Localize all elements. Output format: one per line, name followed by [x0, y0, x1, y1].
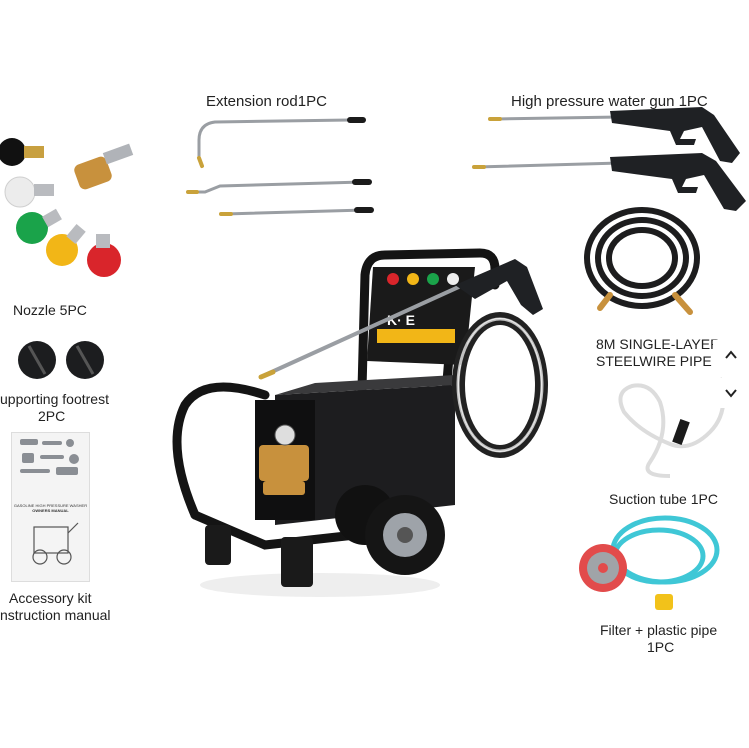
nozzle-label: Nozzle 5PC: [13, 302, 87, 318]
steel-wire-pipe-image: [584, 207, 700, 315]
filter-label-line1: Filter + plastic pipe: [600, 622, 718, 638]
extension-rod-label: Extension rod1PC: [206, 93, 327, 110]
suction-tube-label: Suction tube 1PC: [609, 491, 718, 507]
footrests-image: [18, 341, 104, 379]
manual-cover-subtitle: OWNERS MANUAL: [32, 508, 69, 513]
nozzle-black: [0, 138, 44, 166]
nozzle-green: [16, 208, 62, 244]
nozzle-white: [4, 176, 54, 208]
water-guns-image: [472, 107, 746, 211]
manual-label-line2: nstruction manual: [0, 607, 111, 623]
extension-rods-image: [186, 117, 374, 216]
filter-label-line2: 1PC: [647, 639, 675, 655]
scroll-up-button[interactable]: [713, 340, 749, 370]
suction-tube-image: [618, 377, 726, 478]
instruction-manual-image: GASOLINE HIGH PRESSURE WASHER OWNERS MAN…: [11, 432, 90, 582]
chevron-down-icon: [725, 389, 737, 398]
pressure-washer-image: K· E: [172, 248, 548, 597]
chevron-up-icon: [725, 350, 737, 359]
scroll-down-button[interactable]: [713, 378, 749, 408]
steel-pipe-label-line1: 8M SINGLE-LAYER: [596, 336, 721, 352]
nozzle-red: [87, 234, 121, 277]
manual-cover-title: GASOLINE HIGH PRESSURE WASHER: [13, 503, 88, 508]
water-gun-label: High pressure water gun 1PC: [511, 93, 708, 110]
manual-label-line1: Accessory kit: [9, 590, 92, 606]
footrest-label-line1: upporting footrest: [0, 391, 109, 407]
filter-pipe-image: [579, 515, 720, 610]
footrest-label-line2: 2PC: [38, 408, 66, 424]
steel-pipe-label-line2: STEELWIRE PIPE 1PC: [596, 353, 743, 369]
nozzles-image: [0, 138, 134, 277]
nozzle-yellow: [46, 224, 86, 266]
